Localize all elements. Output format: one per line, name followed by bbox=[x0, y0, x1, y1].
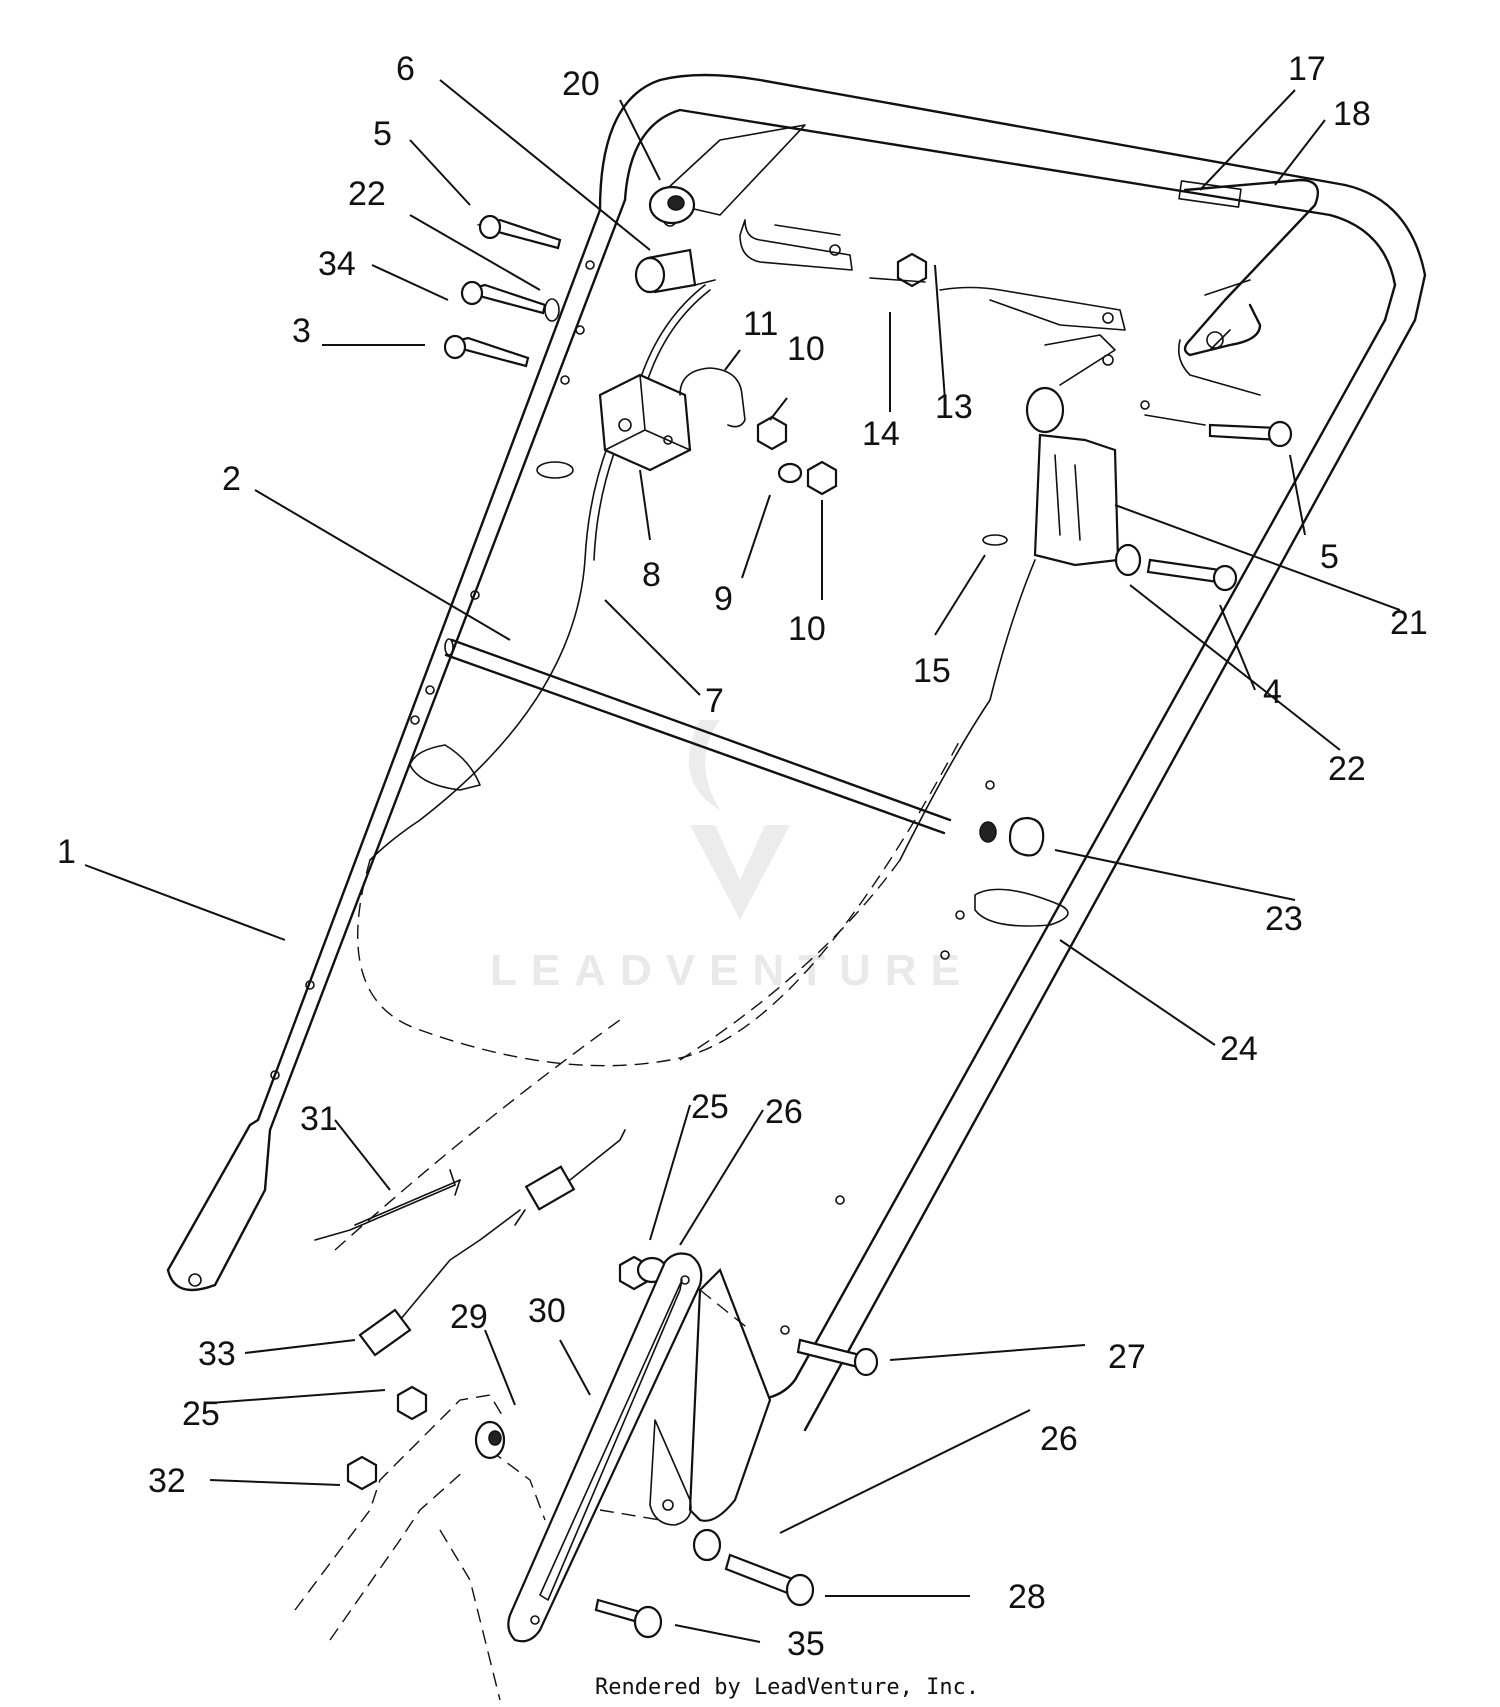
callout-10-upper: 10 bbox=[787, 330, 825, 368]
callout-labels: 1 2 3 4 5 5 6 7 8 9 10 10 11 13 14 15 17… bbox=[57, 50, 1428, 1663]
callout-20: 20 bbox=[562, 65, 600, 103]
callout-8: 8 bbox=[642, 556, 661, 594]
callout-26-upper: 26 bbox=[765, 1093, 803, 1131]
callout-28: 28 bbox=[1008, 1578, 1046, 1616]
callout-3: 3 bbox=[292, 312, 311, 350]
callout-4: 4 bbox=[1263, 673, 1282, 711]
leader-lines bbox=[84, 79, 1401, 1643]
mid-hardware bbox=[409, 744, 1069, 927]
callout-26-lower: 26 bbox=[1040, 1420, 1078, 1458]
callout-34: 34 bbox=[318, 245, 356, 283]
crossbar bbox=[444, 638, 952, 835]
callout-5-left: 5 bbox=[373, 115, 392, 153]
lower-hardware bbox=[346, 1252, 879, 1643]
callout-25-upper: 25 bbox=[691, 1088, 729, 1126]
lower-handle-phantom bbox=[294, 1394, 546, 1701]
watermark: LEADVENTURE bbox=[490, 720, 974, 995]
callout-7: 7 bbox=[705, 682, 724, 720]
upper-hardware bbox=[443, 178, 1320, 592]
callout-22-left: 22 bbox=[348, 175, 386, 213]
callout-22-right: 22 bbox=[1328, 750, 1366, 788]
callout-35: 35 bbox=[787, 1625, 825, 1663]
callout-31: 31 bbox=[300, 1100, 338, 1138]
callout-23: 23 bbox=[1265, 900, 1303, 938]
watermark-text: LEADVENTURE bbox=[490, 946, 974, 995]
callout-1: 1 bbox=[57, 833, 76, 871]
callout-6: 6 bbox=[396, 50, 415, 88]
callout-30: 30 bbox=[528, 1292, 566, 1330]
callout-11: 11 bbox=[743, 305, 778, 343]
callout-33: 33 bbox=[198, 1335, 236, 1373]
callout-24: 24 bbox=[1220, 1030, 1258, 1068]
callout-25-lower: 25 bbox=[182, 1395, 220, 1433]
callout-32: 32 bbox=[148, 1462, 186, 1500]
callout-17: 17 bbox=[1288, 50, 1326, 88]
callout-2: 2 bbox=[222, 460, 241, 498]
callout-15: 15 bbox=[913, 652, 951, 690]
callout-13: 13 bbox=[935, 388, 973, 426]
callout-21: 21 bbox=[1390, 604, 1428, 642]
footer-credit: Rendered by LeadVenture, Inc. bbox=[595, 1675, 979, 1700]
callout-10-lower: 10 bbox=[788, 610, 826, 648]
callout-9: 9 bbox=[714, 580, 733, 618]
upper-handle-frame bbox=[166, 73, 1427, 1452]
callout-27: 27 bbox=[1108, 1338, 1146, 1376]
callout-18: 18 bbox=[1333, 95, 1371, 133]
callout-29: 29 bbox=[450, 1298, 488, 1336]
callout-5-right: 5 bbox=[1320, 538, 1339, 576]
callout-14: 14 bbox=[862, 415, 900, 453]
cables bbox=[314, 284, 1036, 1357]
